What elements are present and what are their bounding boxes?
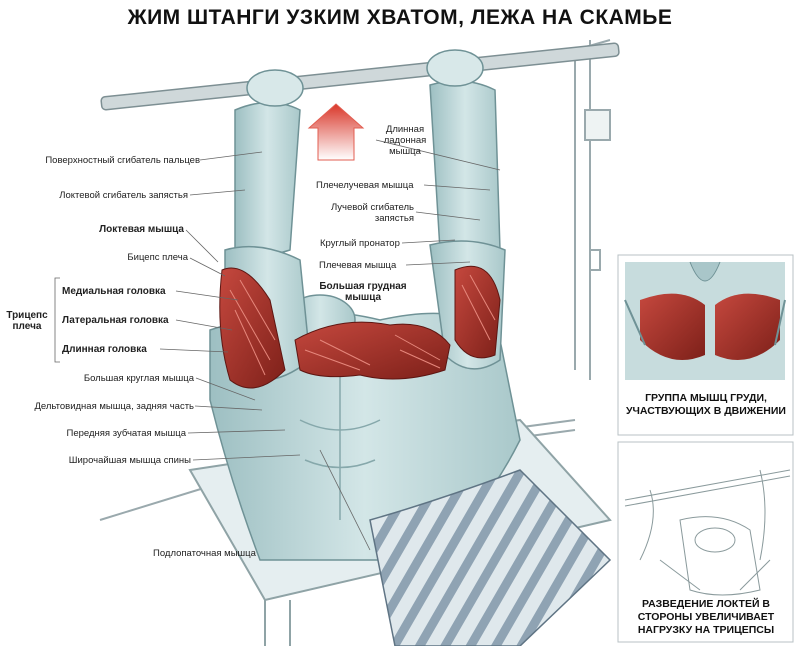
label-triceps-group: Трицепс плеча bbox=[6, 310, 48, 332]
label-ulnar-wrist-flexor: Локтевой сгибатель запястья bbox=[59, 190, 188, 201]
label-radial-wrist-flexor: Лучевой сгибатель запястья bbox=[330, 202, 414, 224]
label-biceps: Бицепс плеча bbox=[127, 252, 188, 263]
label-teres-major: Большая круглая мышца bbox=[83, 373, 194, 384]
pants bbox=[369, 469, 612, 646]
pectoral-muscle bbox=[294, 321, 451, 380]
right-hand bbox=[426, 49, 484, 87]
left-forearm bbox=[234, 101, 301, 256]
left-hand bbox=[246, 69, 304, 107]
label-pronator-teres: Круглый пронатор bbox=[320, 238, 400, 249]
right-forearm bbox=[429, 80, 501, 257]
label-brachioradialis: Плечелучевая мышца bbox=[316, 180, 414, 191]
label-latissimus-dorsi: Широчайшая мышца спины bbox=[68, 455, 191, 466]
inset-chest-illustration bbox=[624, 261, 786, 380]
direction-arrow bbox=[307, 103, 365, 161]
barbell bbox=[100, 42, 620, 111]
page-title: ЖИМ ШТАНГИ УЗКИМ ХВАТОМ, ЛЕЖА НА СКАМЬЕ bbox=[127, 6, 673, 29]
label-posterior-deltoid: Дельтовидная мышца, задняя часть bbox=[34, 401, 194, 412]
inset-arms-caption: РАЗВЕДЕНИЕ ЛОКТЕЙ В СТОРОНЫ УВЕЛИЧИВАЕТ … bbox=[637, 598, 775, 636]
leader-lines-right bbox=[319, 139, 501, 551]
label-pectoralis-major: Большая грудная мышца bbox=[319, 281, 407, 303]
label-serratus-anterior: Передняя зубчатая мышца bbox=[66, 428, 186, 439]
label-brachialis: Плечевая мышца bbox=[319, 260, 397, 271]
inset-chest-caption: ГРУППА МЫШЦ ГРУДИ, УЧАСТВУЮЩИХ В ДВИЖЕНИ… bbox=[626, 392, 786, 417]
label-subscapularis: Подлопаточная мышца bbox=[153, 548, 256, 559]
inset-sketch-illustration bbox=[624, 469, 791, 596]
label-lateral-head: Латеральная головка bbox=[62, 315, 169, 326]
label-medial-head: Медиальная головка bbox=[62, 286, 166, 297]
label-anconeus: Локтевая мышца bbox=[99, 224, 184, 235]
leader-lines-left bbox=[54, 151, 301, 461]
label-palmaris-longus: Длинная ладонная мышца bbox=[383, 124, 427, 157]
label-long-head: Длинная головка bbox=[62, 344, 147, 355]
label-superficial-finger-flexor: Поверхностный сгибатель пальцев bbox=[45, 155, 200, 166]
right-triceps bbox=[454, 265, 501, 359]
